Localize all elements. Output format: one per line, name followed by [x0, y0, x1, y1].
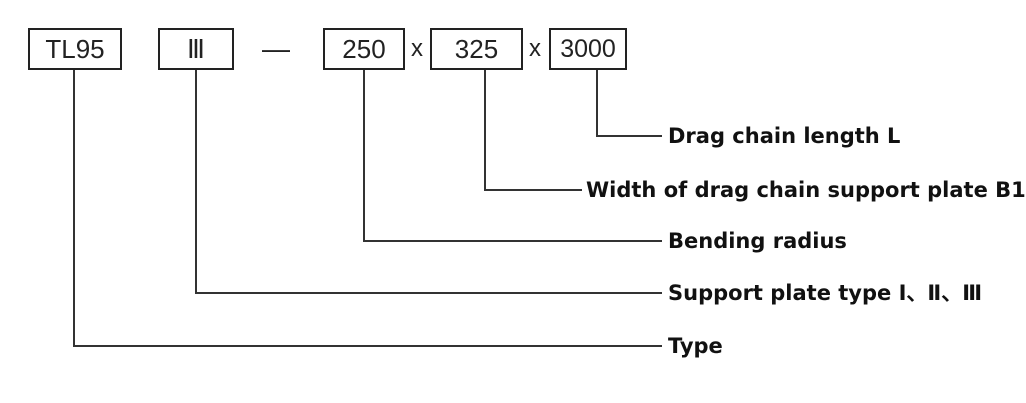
model-code-diagram: TL95 Ⅲ — 250 x 325 x 3000 Drag chain len… [28, 28, 1026, 358]
callout-line-width [484, 70, 582, 191]
callout-line-plate-type [195, 70, 662, 294]
length-code-box: 3000 [549, 28, 627, 70]
dash-separator: — [262, 33, 290, 64]
callout-line-radius [363, 70, 662, 242]
callout-lines [73, 70, 662, 347]
label-length: Drag chain length L [668, 124, 901, 148]
callout-line-length [596, 70, 662, 137]
label-plate-type: Support plate type Ⅰ、Ⅱ、Ⅲ [668, 281, 983, 305]
label-radius: Bending radius [668, 229, 847, 253]
label-type: Type [668, 334, 723, 358]
times-separator-1: x [411, 35, 423, 62]
times-separator-2: x [529, 35, 541, 62]
label-width: Width of drag chain support plate B1 [586, 178, 1026, 202]
type-code-box: TL95 [28, 28, 122, 70]
width-code-box: 325 [430, 28, 523, 70]
callout-line-type [73, 70, 662, 347]
radius-code-box: 250 [323, 28, 405, 70]
plate-type-code-box: Ⅲ [158, 28, 234, 70]
